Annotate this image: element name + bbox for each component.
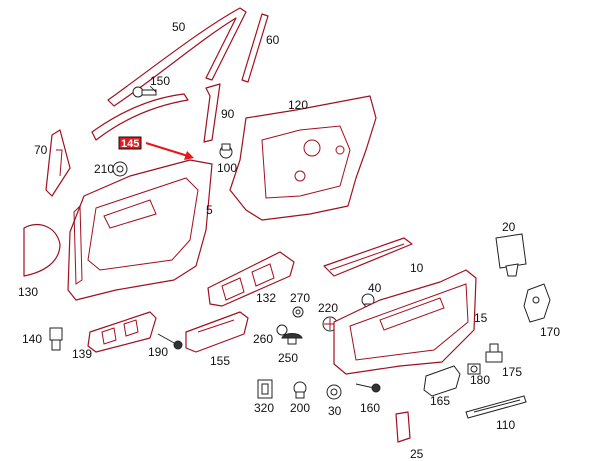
part-250-dome-clip[interactable] — [281, 333, 303, 345]
callout-180: 180 — [470, 373, 490, 387]
part-150-screw[interactable] — [132, 86, 157, 98]
callout-320: 320 — [254, 401, 274, 415]
callout-210: 210 — [94, 162, 114, 176]
part-260-clip[interactable] — [276, 324, 288, 336]
callout-220: 220 — [318, 301, 338, 315]
callout-25: 25 — [410, 447, 424, 461]
part-15-large-trim-panel[interactable] — [333, 269, 477, 375]
part-70-corner-trim[interactable] — [45, 129, 71, 197]
part-175-clip[interactable] — [485, 343, 503, 363]
part-50-window-frame-trim[interactable] — [107, 7, 247, 107]
part-10-armrest-cover[interactable] — [323, 237, 413, 277]
part-130-cover[interactable] — [23, 223, 61, 277]
callout-10: 10 — [410, 261, 424, 275]
part-120-door-inner-panel[interactable] — [229, 95, 377, 221]
highlight-145[interactable]: 145 — [118, 136, 142, 150]
part-210-round-clip[interactable] — [112, 161, 128, 177]
callout-165: 165 — [430, 394, 450, 408]
part-100-clip[interactable] — [219, 143, 233, 159]
part-320-bracket[interactable] — [257, 379, 273, 399]
part-160-screw[interactable] — [355, 383, 381, 393]
callout-90: 90 — [221, 107, 235, 121]
part-140-bolt[interactable] — [49, 327, 63, 351]
part-5-door-trim-panel[interactable] — [67, 159, 213, 301]
callout-270: 270 — [290, 291, 310, 305]
part-25-cover[interactable] — [395, 411, 411, 443]
part-90-pillar-strip[interactable] — [203, 83, 221, 143]
callout-20: 20 — [502, 220, 516, 234]
callout-140: 140 — [22, 332, 42, 346]
part-270-washer[interactable] — [292, 306, 304, 318]
callout-15: 15 — [474, 311, 488, 325]
part-20-bracket[interactable] — [495, 233, 527, 277]
callout-40: 40 — [368, 281, 382, 295]
callout-30: 30 — [328, 404, 342, 418]
part-165-handle-bracket[interactable] — [423, 365, 461, 397]
callout-200: 200 — [290, 401, 310, 415]
part-60-strip[interactable] — [241, 13, 269, 83]
part-139-switch-bezel[interactable] — [87, 311, 157, 353]
callout-132: 132 — [256, 291, 276, 305]
callout-5: 5 — [206, 203, 213, 217]
callout-70: 70 — [34, 143, 48, 157]
callout-130: 130 — [18, 285, 38, 299]
part-190-screw[interactable] — [157, 333, 183, 350]
callout-120: 120 — [288, 98, 308, 112]
part-145-trim-strip[interactable] — [91, 93, 189, 141]
part-170-bracket[interactable] — [523, 283, 551, 323]
callout-260: 260 — [253, 332, 273, 346]
callout-60: 60 — [266, 33, 280, 47]
callout-50: 50 — [172, 20, 186, 34]
callout-155: 155 — [210, 354, 230, 368]
callout-175: 175 — [502, 365, 522, 379]
part-110-light-strip[interactable] — [465, 395, 527, 419]
part-155-handle-trim[interactable] — [185, 311, 249, 353]
callout-139: 139 — [72, 347, 92, 361]
callout-110: 110 — [496, 418, 515, 432]
part-132-switch-panel[interactable] — [207, 251, 295, 307]
highlight-145-label: 145 — [121, 138, 139, 150]
callout-100: 100 — [217, 161, 237, 175]
callout-250: 250 — [278, 351, 298, 365]
part-30-screw[interactable] — [326, 384, 342, 400]
callout-190: 190 — [148, 345, 168, 359]
part-200-clip[interactable] — [293, 381, 307, 399]
highlight-arrow — [145, 142, 194, 160]
callout-170: 170 — [540, 325, 560, 339]
callout-160: 160 — [360, 401, 380, 415]
part-180-clip[interactable] — [467, 363, 481, 375]
callout-150: 150 — [150, 74, 170, 88]
